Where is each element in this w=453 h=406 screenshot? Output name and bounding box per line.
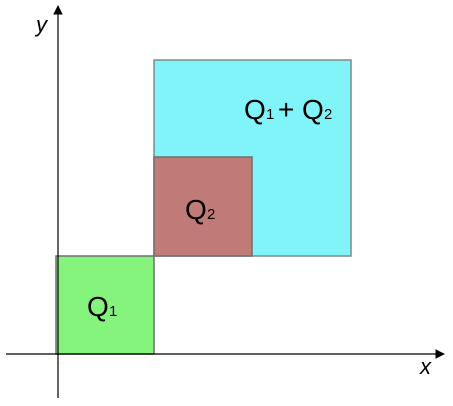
y-axis-label: y — [34, 12, 49, 37]
q2-label: Q 2 — [185, 194, 215, 225]
q1q2-label-q-second: Q — [302, 94, 324, 125]
q1-label-q: Q — [87, 291, 109, 322]
q1q2-label-sub-second: 2 — [324, 106, 332, 123]
q2-label-sub: 2 — [207, 206, 215, 223]
q2-label-q: Q — [185, 194, 207, 225]
q1-label: Q 1 — [87, 291, 117, 322]
q1-region — [55, 255, 155, 355]
q1-plus-q2-label: Q 1 + Q 2 — [244, 94, 332, 125]
q1q2-label-sub-first: 1 — [266, 106, 274, 123]
q2-region — [153, 156, 253, 257]
q1-label-sub: 1 — [109, 303, 117, 320]
q1q2-label-q-first: Q — [244, 94, 266, 125]
x-axis-label: x — [419, 354, 432, 379]
q1q2-label-plus: + — [278, 94, 294, 125]
